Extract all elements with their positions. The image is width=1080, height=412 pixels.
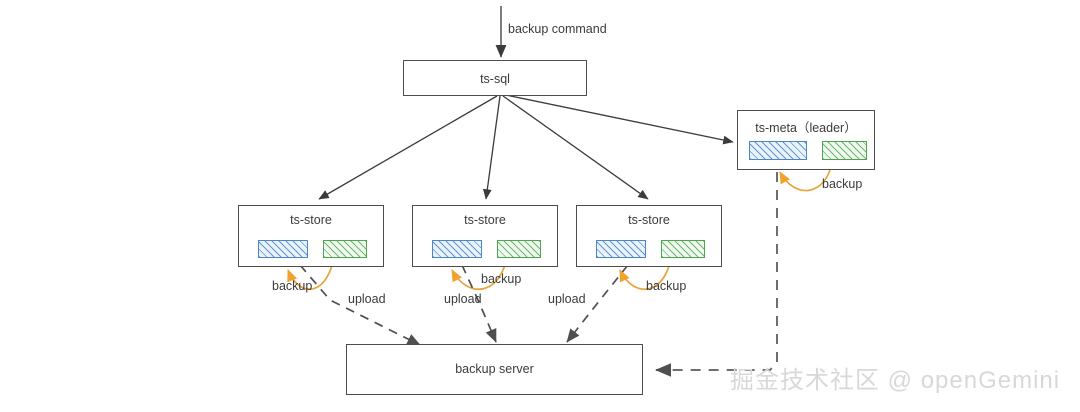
node-ts-store-1[interactable]: ts-store xyxy=(238,205,384,267)
label-backup-store-2: backup xyxy=(481,272,522,286)
label-upload-2: upload xyxy=(444,292,482,306)
shard-green-ts-store-2 xyxy=(497,240,541,258)
node-backup-server[interactable]: backup server xyxy=(346,344,643,395)
edge-tsmeta-to-backupserver xyxy=(655,172,778,377)
label-backup-store-3: backup xyxy=(646,279,687,293)
label-upload-1: upload xyxy=(348,292,386,306)
node-ts-store-2[interactable]: ts-store xyxy=(412,205,558,267)
node-ts-sql[interactable]: ts-sql xyxy=(403,60,587,96)
shard-blue-ts-store-1 xyxy=(258,240,308,258)
label-backup-store-1: backup xyxy=(272,279,313,293)
edge-upload-store3 xyxy=(566,264,629,343)
shard-blue-ts-meta xyxy=(749,141,807,160)
node-ts-meta-label: ts-meta（leader） xyxy=(755,121,857,135)
edge-upload-store2 xyxy=(461,264,497,343)
watermark: 掘金技术社区 @ openGemini xyxy=(730,367,1061,394)
edge-tssql-to-store1 xyxy=(318,95,498,200)
node-ts-store-1-label: ts-store xyxy=(290,213,332,227)
shard-green-ts-meta xyxy=(822,141,867,160)
node-ts-meta[interactable]: ts-meta（leader） xyxy=(737,110,875,170)
label-upload-3: upload xyxy=(548,292,586,306)
node-ts-store-2-label: ts-store xyxy=(464,213,506,227)
shard-blue-ts-store-3 xyxy=(596,240,646,258)
edge-tssql-to-store2 xyxy=(482,95,501,200)
node-ts-store-3-label: ts-store xyxy=(628,213,670,227)
edge-upload-store1 xyxy=(299,264,421,346)
shard-blue-ts-store-2 xyxy=(432,240,482,258)
edge-tssql-to-tsmeta xyxy=(505,94,734,145)
label-backup-command: backup command xyxy=(508,22,607,36)
node-backup-server-label: backup server xyxy=(455,362,534,376)
edge-tssql-to-store3 xyxy=(502,95,649,200)
label-backup-meta: backup xyxy=(822,177,863,191)
node-ts-sql-label: ts-sql xyxy=(480,72,510,86)
edge-backup-curve-meta xyxy=(779,161,833,192)
shard-green-ts-store-1 xyxy=(323,240,367,258)
shard-green-ts-store-3 xyxy=(661,240,705,258)
node-ts-store-3[interactable]: ts-store xyxy=(576,205,722,267)
